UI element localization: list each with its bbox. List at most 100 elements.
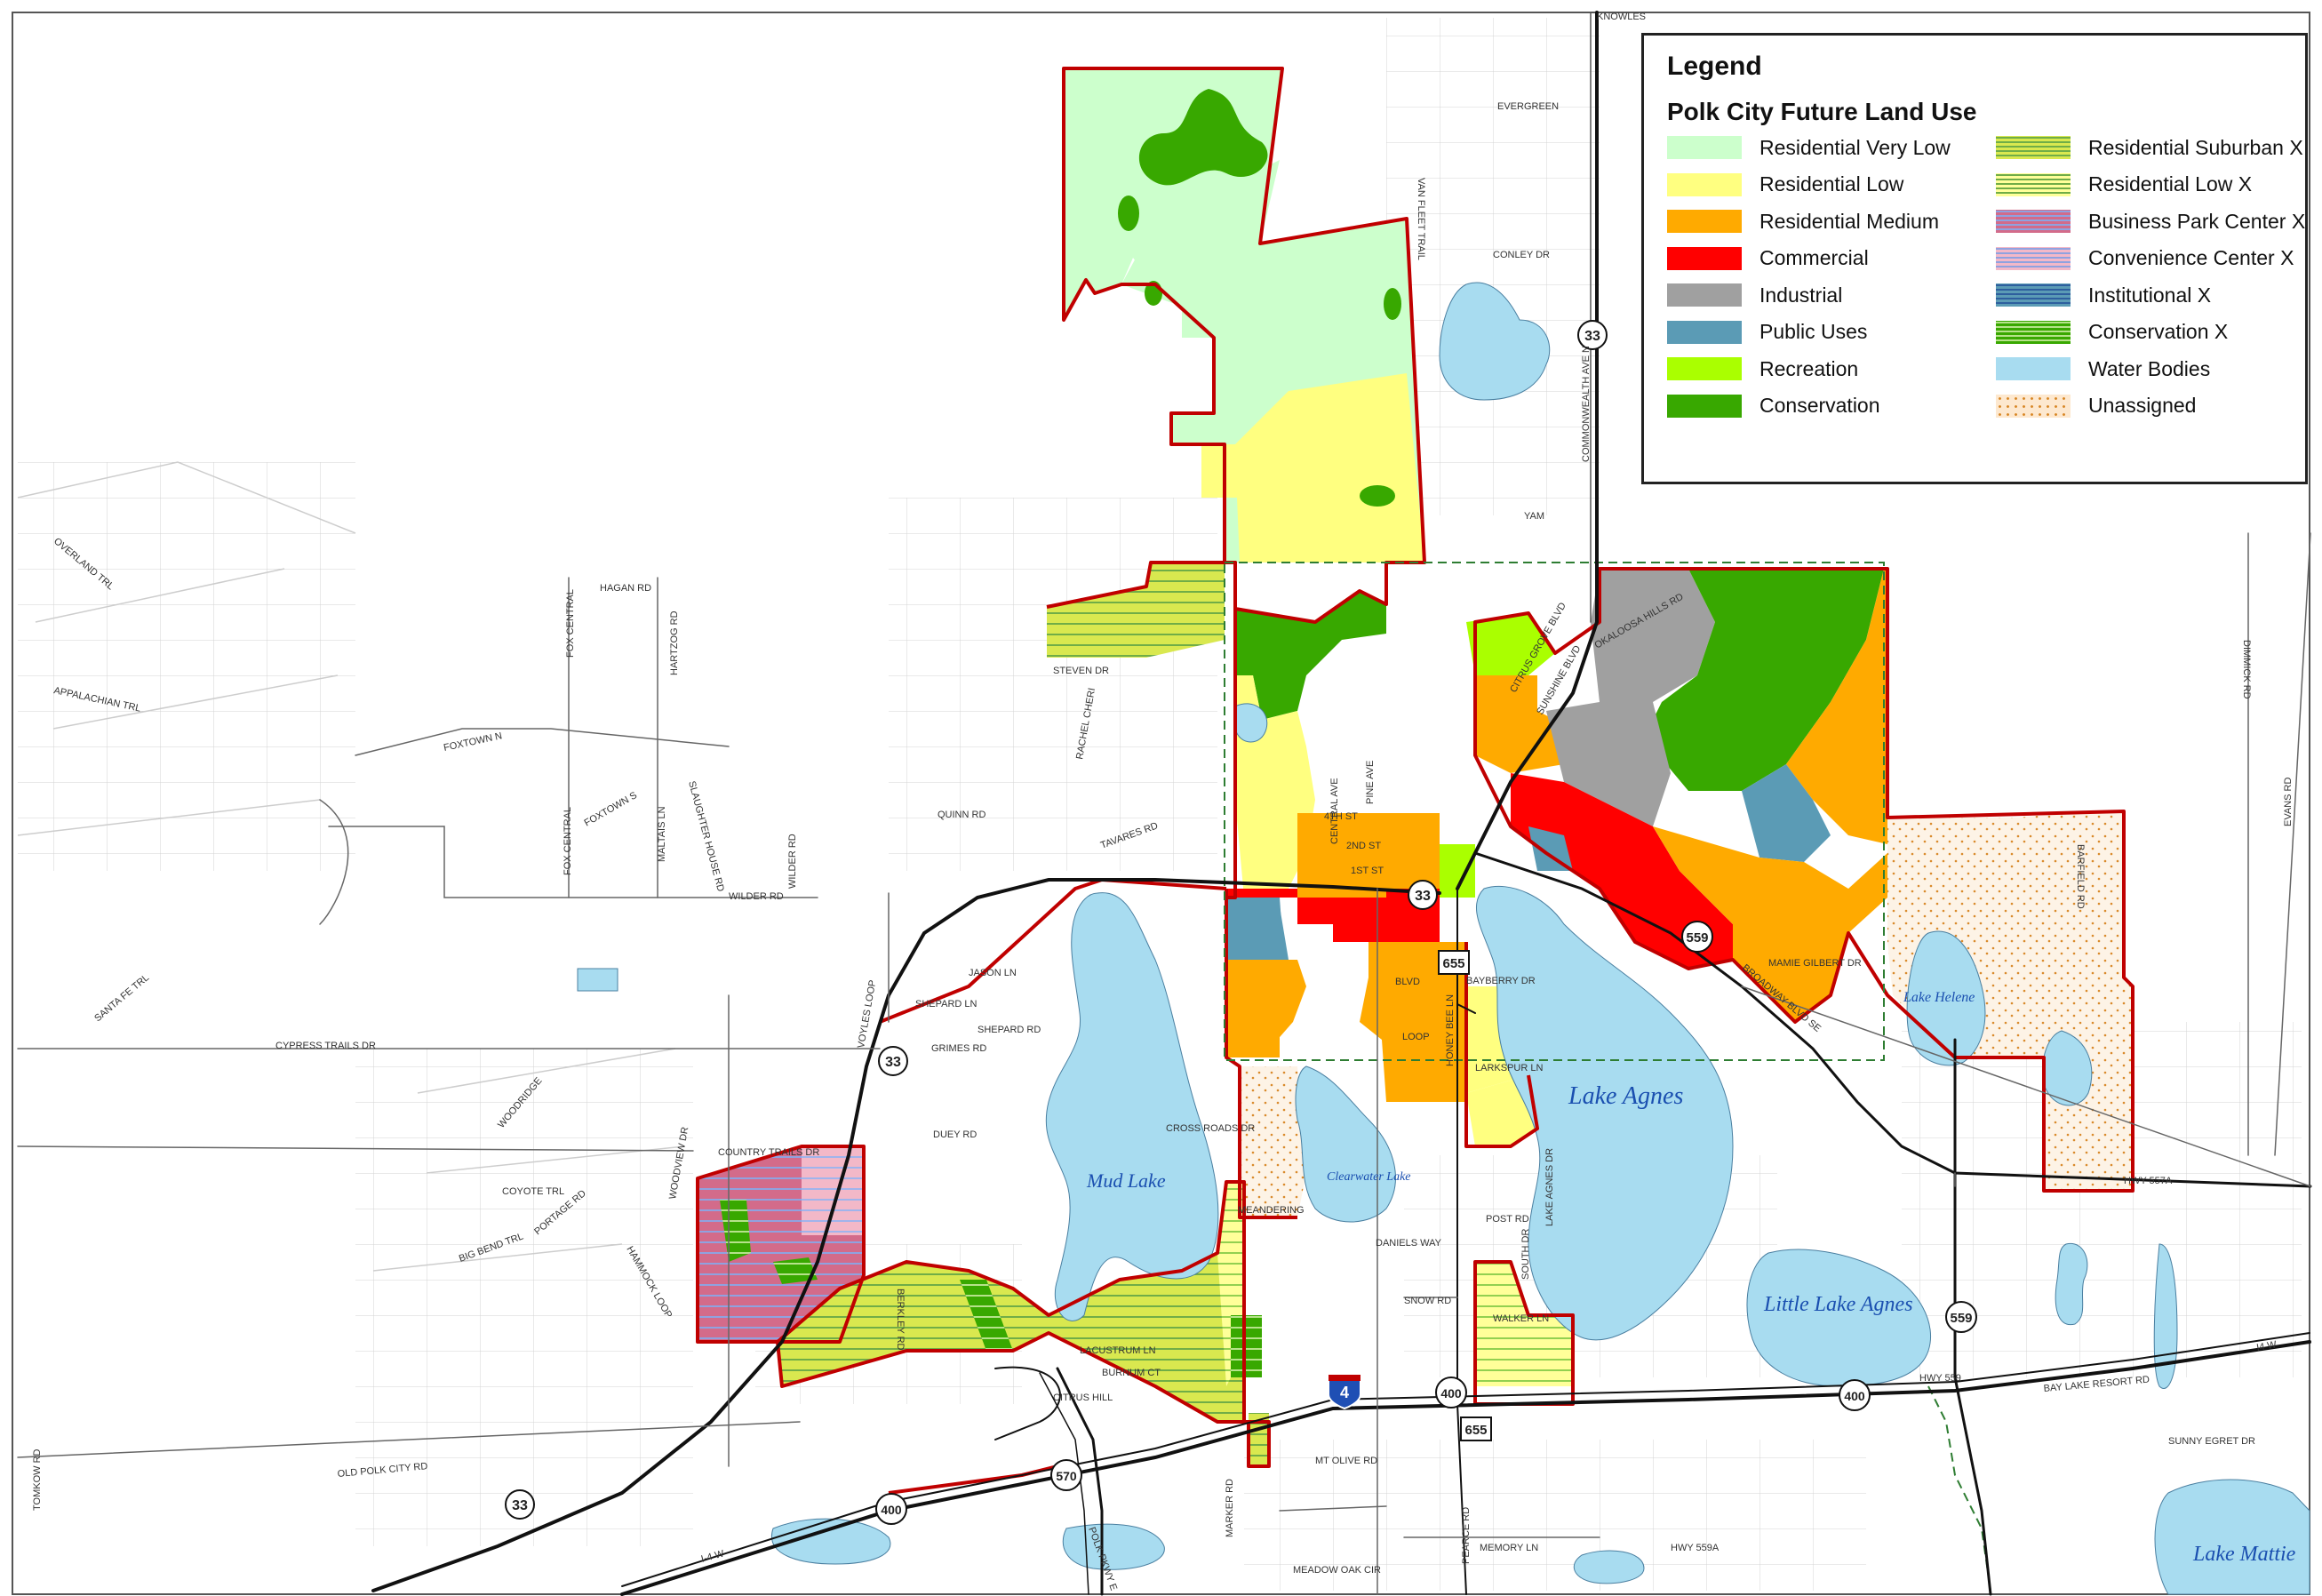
landuse-conservation-x-southwest	[720, 1200, 818, 1284]
sr33-shield-north: 33	[1577, 320, 1608, 350]
sr559-shield-south: 559	[1945, 1301, 1977, 1333]
svg-text:COMMONWEALTH AVE N: COMMONWEALTH AVE N	[1581, 346, 1592, 462]
legend-swatch	[1996, 320, 2071, 344]
legend-item-label: Residential Low	[1759, 172, 1904, 196]
study-area-boundary	[1224, 562, 1885, 1061]
svg-text:LARKSPUR LN: LARKSPUR LN	[1475, 1063, 1543, 1073]
svg-text:33: 33	[885, 1055, 901, 1070]
landuse-conservation-center-west	[1235, 591, 1386, 720]
mud-lake	[1045, 892, 1219, 1321]
legend-swatch	[1667, 210, 1742, 233]
sr655-shield-south: 655	[1460, 1416, 1492, 1441]
legend-swatch	[1996, 136, 2071, 159]
landuse-industrial-northeast	[1591, 569, 1715, 702]
landuse-residential-medium-east-south	[1653, 826, 1887, 1022]
legend-swatch	[1996, 246, 2071, 270]
sr570-shield: 570	[1050, 1459, 1082, 1491]
svg-text:WALKER LN: WALKER LN	[1493, 1313, 1549, 1324]
svg-text:33: 33	[1415, 889, 1431, 904]
svg-text:559: 559	[1686, 930, 1708, 946]
svg-text:VAN FLEET TRAIL: VAN FLEET TRAIL	[1416, 178, 1426, 260]
lake-labels: Lake Agnes Little Lake Agnes Mud Lake Cl…	[1086, 990, 2296, 1566]
legend-swatch	[1667, 172, 1742, 196]
landuse-conservation-x-south	[960, 1280, 1262, 1377]
legend-item: Business Park Center X	[1996, 207, 2305, 235]
legend-item-label: Unassigned	[2088, 394, 2197, 417]
svg-text:WILDER RD: WILDER RD	[729, 891, 784, 902]
legend-subtitle: Polk City Future Land Use	[1667, 98, 1977, 125]
legend-item-label: Conservation	[1759, 394, 1880, 417]
svg-text:BERKLEY RD: BERKLEY RD	[895, 1289, 906, 1351]
sr400-shield-center: 400	[1435, 1377, 1467, 1408]
legend-title: Legend	[1667, 52, 1762, 81]
landuse-residential-medium-downtown	[1297, 813, 1440, 924]
svg-text:I4 W: I4 W	[2255, 1339, 2278, 1353]
clearwater-lake-label: Clearwater Lake	[1327, 1170, 1411, 1184]
lake-mattie-label: Lake Mattie	[2192, 1543, 2296, 1566]
svg-text:570: 570	[1056, 1469, 1077, 1483]
landuse-residential-medium-south-downtown	[1360, 942, 1466, 1102]
legend-item: Conservation X	[1996, 318, 2228, 347]
svg-text:SHEPARD LN: SHEPARD LN	[915, 999, 977, 1009]
svg-text:BURNUM CT: BURNUM CT	[1102, 1368, 1161, 1378]
svg-text:EVERGREEN: EVERGREEN	[1497, 101, 1559, 112]
svg-text:MEANDERING: MEANDERING	[1238, 1205, 1305, 1216]
svg-text:COUNTRY TRAILS DR: COUNTRY TRAILS DR	[718, 1147, 819, 1158]
i4-shield: 4	[1328, 1374, 1361, 1410]
svg-text:HARTZOG RD: HARTZOG RD	[669, 610, 680, 675]
svg-text:FOX CENTRAL: FOX CENTRAL	[565, 589, 576, 658]
landuse-residential-medium-northeast	[1475, 675, 1573, 773]
svg-text:400: 400	[1440, 1386, 1462, 1400]
landuse-residential-suburban-x-northwest	[1047, 563, 1225, 658]
sr33-shield-center: 33	[1408, 880, 1438, 910]
svg-text:655: 655	[1464, 1423, 1487, 1438]
landuse-recreation-northeast	[1466, 613, 1555, 675]
legend-item-label: Public Uses	[1759, 320, 1868, 343]
landuse-public-uses-west	[1226, 898, 1284, 960]
legend-swatch	[1667, 357, 1742, 380]
svg-text:HWY 557A: HWY 557A	[2124, 1176, 2173, 1186]
svg-text:MEADOW OAK CIR: MEADOW OAK CIR	[1293, 1565, 1381, 1576]
legend-item: Water Bodies	[1996, 355, 2210, 383]
svg-text:DANIELS WAY: DANIELS WAY	[1376, 1238, 1442, 1249]
svg-text:HWY 559: HWY 559	[1919, 1373, 1961, 1384]
landuse-public-uses-southeast	[1528, 826, 1573, 871]
legend-item-label: Conservation X	[2088, 320, 2229, 343]
legend-item-label: Residential Low X	[2088, 172, 2253, 196]
sr559-shield: 559	[1681, 921, 1713, 953]
svg-text:MT OLIVE RD: MT OLIVE RD	[1315, 1456, 1377, 1466]
svg-text:4TH ST: 4TH ST	[1324, 811, 1358, 822]
lake-helene-label: Lake Helene	[1903, 990, 1975, 1005]
legend-swatch	[1996, 357, 2071, 380]
svg-text:JASON LN: JASON LN	[969, 968, 1017, 978]
svg-text:POST RD: POST RD	[1486, 1214, 1529, 1225]
legend-item: Institutional X	[1996, 281, 2211, 309]
legend-item-label: Residential Medium	[1759, 209, 1939, 233]
svg-text:400: 400	[881, 1503, 902, 1517]
svg-text:PINE AVE: PINE AVE	[1365, 761, 1376, 804]
landuse-convenience-center-x	[802, 1146, 864, 1235]
legend-item: Residential Medium	[1667, 207, 1939, 235]
svg-text:HWY 559A: HWY 559A	[1671, 1543, 1720, 1553]
water-bodies	[577, 282, 2310, 1595]
svg-text:559: 559	[1950, 1311, 1972, 1326]
svg-text:STEVEN DR: STEVEN DR	[1053, 666, 1109, 676]
legend-item-label: Residential Suburban X	[2088, 135, 2303, 159]
legend-swatch	[1667, 394, 1742, 418]
lake-agnes	[1475, 885, 1734, 1341]
svg-text:4: 4	[1340, 1384, 1349, 1401]
legend-item-label: Business Park Center X	[2088, 209, 2306, 233]
svg-text:BLVD: BLVD	[1395, 977, 1420, 987]
svg-text:SOUTH DR: SOUTH DR	[1520, 1229, 1531, 1281]
clearwater-lake	[1295, 1065, 1396, 1223]
svg-text:CITRUS HILL: CITRUS HILL	[1053, 1393, 1113, 1403]
svg-text:DUEY RD: DUEY RD	[933, 1129, 977, 1140]
legend-item: Residential Low	[1667, 171, 1903, 199]
svg-text:1ST ST: 1ST ST	[1351, 866, 1384, 876]
landuse-residential-low-x-walker	[1475, 1262, 1573, 1386]
landuse-industrial-east	[1546, 702, 1671, 826]
svg-text:CROSS ROADS DR: CROSS ROADS DR	[1166, 1123, 1255, 1134]
legend-swatch	[1667, 283, 1742, 307]
little-lake-agnes	[1746, 1249, 1932, 1387]
sr33-shield-south: 33	[505, 1489, 535, 1520]
